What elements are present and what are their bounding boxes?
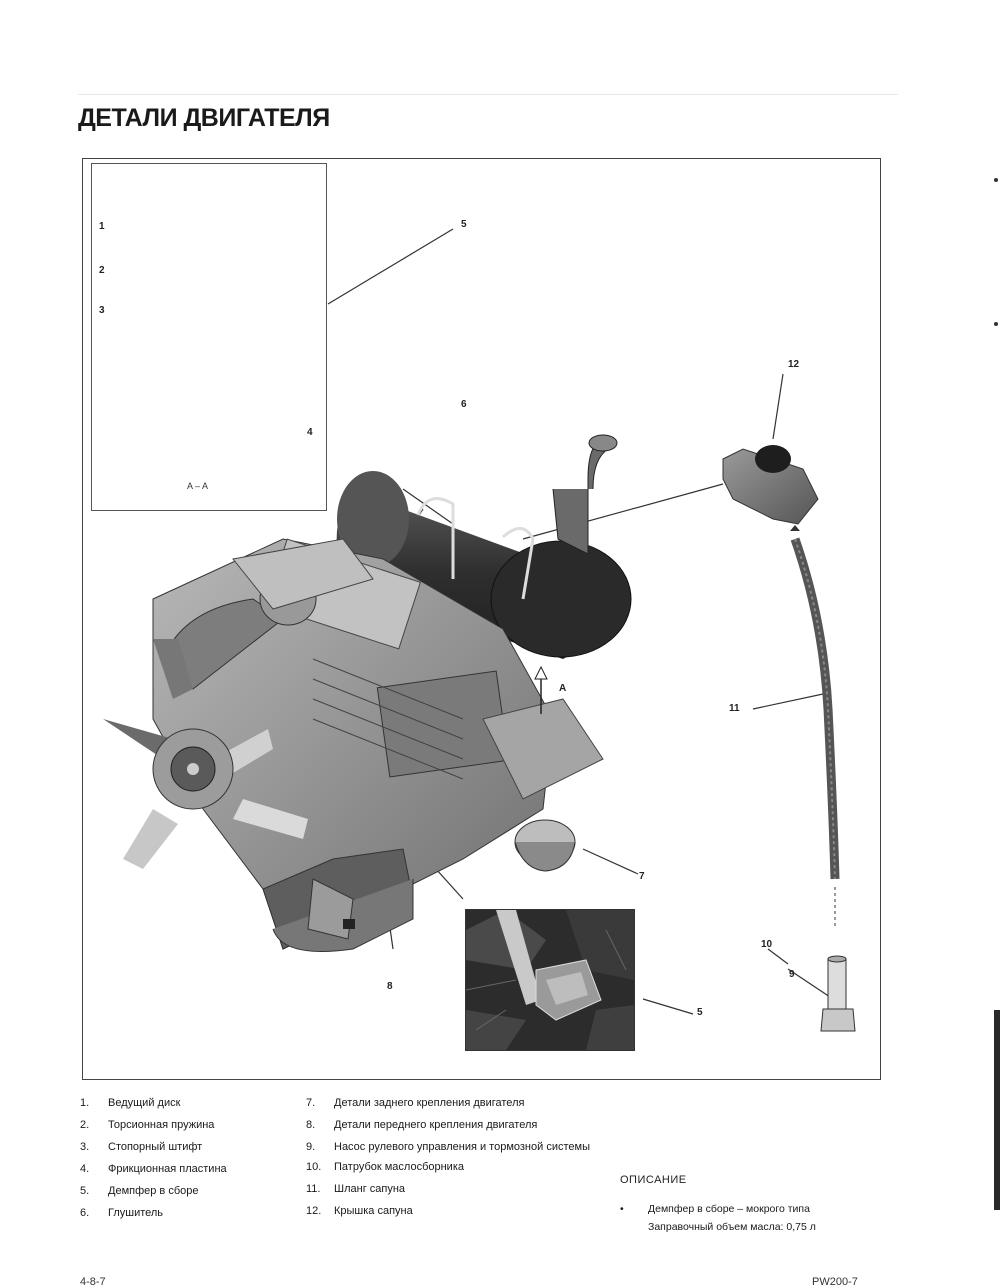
arrow-a-label: A	[559, 683, 567, 694]
callout-5-photo: 5	[697, 1007, 703, 1018]
oil-tube-drawing	[820, 955, 856, 1032]
legend-item: 10.Патрубок маслосборника	[306, 1161, 464, 1173]
callout-12: 12	[788, 359, 800, 370]
breather-hose-drawing	[790, 525, 840, 927]
page-number: 4-8-7	[80, 1276, 106, 1288]
header-rule	[78, 94, 898, 95]
callout-11: 11	[729, 703, 740, 714]
legend-item: 12.Крышка сапуна	[306, 1205, 413, 1217]
callout-4: 4	[307, 427, 313, 438]
legend-item: 4.Фрикционная пластина	[80, 1163, 227, 1175]
legend-column-1: 1.Ведущий диск 2.Торсионная пружина 3.Ст…	[80, 1092, 227, 1224]
page-title: ДЕТАЛИ ДВИГАТЕЛЯ	[78, 104, 330, 132]
description-line-1: Демпфер в сборе – мокрого типа	[648, 1203, 810, 1215]
muffler-drawing	[336, 434, 632, 659]
legend-item: 8.Детали переднего крепления двигателя	[306, 1119, 538, 1131]
breather-cap-drawing	[722, 445, 819, 525]
description-list: • Демпфер в сборе – мокрого типа Заправо…	[620, 1200, 816, 1236]
legend-item: 6.Глушитель	[80, 1207, 164, 1219]
legend-item: 9.Насос рулевого управления и тормозной …	[306, 1141, 590, 1153]
callout-2: 2	[99, 265, 105, 276]
callout-3: 3	[99, 305, 105, 316]
callout-1: 1	[99, 221, 105, 232]
legend-item: 5.Демпфер в сборе	[80, 1185, 199, 1197]
bullet-icon: •	[620, 1203, 624, 1215]
page-edge-shadow	[994, 1010, 1000, 1210]
binding-mark	[994, 178, 998, 182]
callout-9: 9	[789, 969, 795, 980]
fan-drawing	[103, 639, 308, 869]
legend-item: 2.Торсионная пружина	[80, 1119, 215, 1131]
callout-10: 10	[761, 939, 773, 950]
section-a-a-inset	[91, 163, 327, 511]
legend-item: 11.Шланг сапуна	[306, 1183, 406, 1195]
model-code: PW200-7	[812, 1276, 858, 1288]
callout-5-top: 5	[461, 219, 467, 230]
callout-8: 8	[387, 981, 393, 992]
engine-illustration	[103, 198, 856, 1032]
legend-item: 3.Стопорный штифт	[80, 1141, 203, 1153]
binding-mark	[994, 322, 998, 326]
callout-7: 7	[639, 871, 645, 882]
description-item: • Демпфер в сборе – мокрого типа	[620, 1200, 816, 1218]
legend-item: 1.Ведущий диск	[80, 1097, 181, 1109]
description-line-2: Заправочный объем масла: 0,75 л	[648, 1221, 816, 1233]
engine-block-drawing	[103, 538, 604, 952]
section-view-label: A – A	[187, 481, 209, 491]
description-heading: ОПИСАНИЕ	[620, 1174, 687, 1186]
damper-photo	[465, 909, 635, 1051]
legend-column-2: 7.Детали заднего крепления двигателя 8.Д…	[306, 1092, 624, 1222]
engine-figure: 5 1 2 3 4 A – A 12 6 11 A 7 10 9 8 5	[82, 158, 881, 1080]
callout-6: 6	[461, 399, 467, 410]
legend-item: 7.Детали заднего крепления двигателя	[306, 1097, 525, 1109]
